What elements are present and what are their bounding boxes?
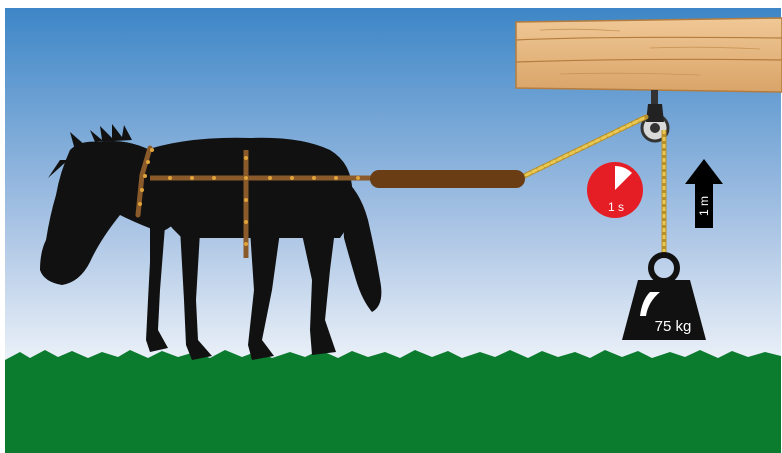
wooden-beam bbox=[516, 18, 782, 92]
singletree-bar bbox=[370, 170, 525, 188]
timer-label: 1 s bbox=[608, 200, 624, 214]
weight-label: 75 kg bbox=[655, 318, 692, 335]
grass bbox=[5, 350, 781, 453]
timer-icon: 1 s bbox=[587, 162, 643, 218]
arrow-label: 1 m bbox=[697, 196, 711, 216]
